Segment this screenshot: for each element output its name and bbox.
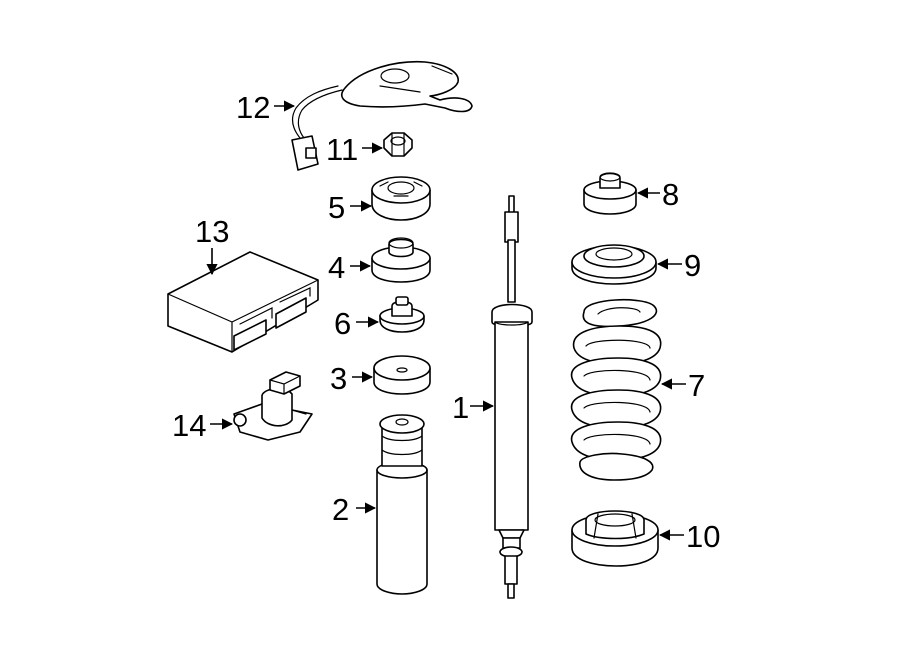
callout-10: 10 [686, 519, 720, 554]
part-11-nut[interactable] [383, 132, 413, 157]
callout-2: 2 [332, 492, 349, 527]
callout-12: 12 [236, 90, 270, 125]
part-7-coil-spring[interactable] [570, 298, 662, 481]
callout-9: 9 [684, 248, 701, 283]
part-10-lower-spring-seat[interactable] [571, 510, 659, 567]
part-5-upper-mount[interactable] [371, 176, 431, 221]
callout-1: 1 [452, 390, 469, 425]
callout-leaders [206, 100, 686, 541]
callout-4: 4 [328, 250, 345, 285]
callout-7: 7 [688, 368, 705, 403]
callout-8: 8 [662, 177, 679, 212]
part-8-jounce-bumper[interactable] [583, 172, 637, 215]
part-6-grommet[interactable] [379, 296, 425, 333]
part-9-upper-spring-seat[interactable] [571, 244, 657, 285]
callout-6: 6 [334, 306, 351, 341]
part-1-shock-absorber[interactable] [491, 195, 533, 599]
callout-11: 11 [326, 132, 358, 167]
callout-13: 13 [195, 214, 229, 249]
part-3-cap[interactable] [373, 355, 431, 395]
callout-14: 14 [172, 408, 206, 443]
callout-3: 3 [330, 361, 347, 396]
part-12-harness[interactable] [291, 60, 473, 171]
part-13-control-module[interactable] [167, 251, 319, 353]
part-2-dust-boot[interactable] [376, 414, 428, 595]
callout-5: 5 [328, 190, 345, 225]
callout-labels: 1 2 3 4 5 6 7 8 9 10 11 12 13 14 [172, 90, 720, 554]
part-14-sensor[interactable] [233, 371, 313, 441]
part-4-bump-stop[interactable] [371, 237, 431, 283]
